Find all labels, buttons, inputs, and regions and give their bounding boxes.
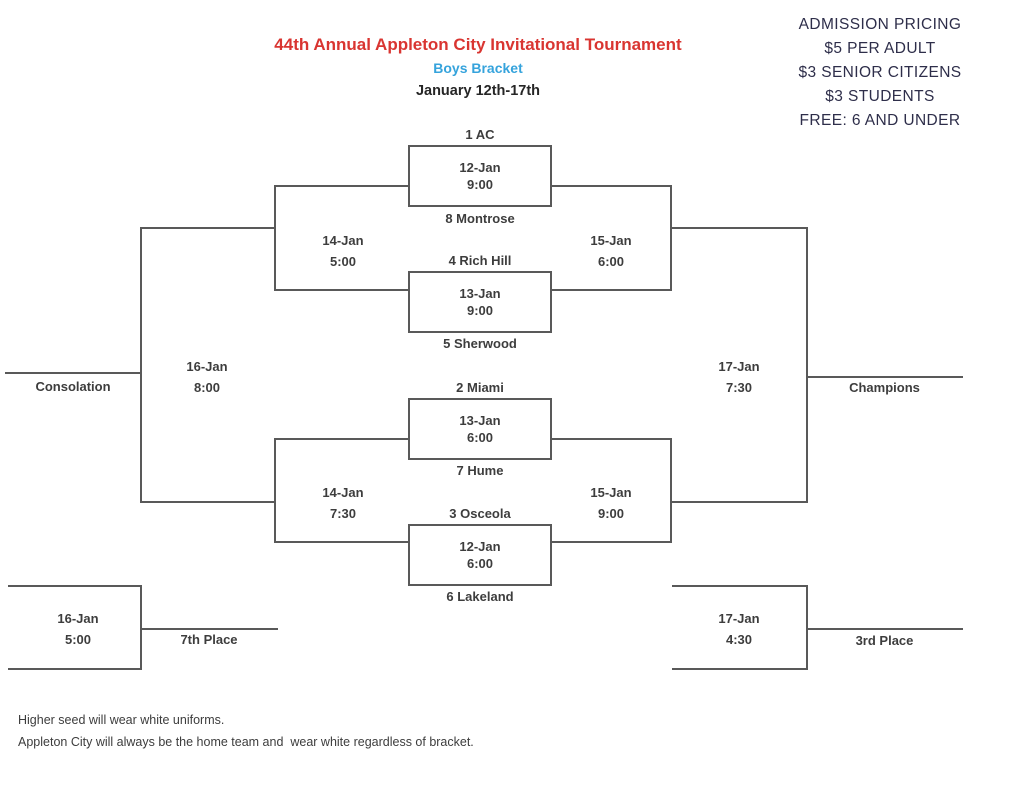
- semi-right-bottom-vertical-line: [670, 438, 672, 543]
- third-place-game-schedule: 17-Jan 4:30: [694, 608, 784, 650]
- semi-right-top-time: 6:00: [597, 254, 625, 269]
- semi-right-bottom-schedule: 15-Jan 9:00: [566, 482, 656, 524]
- third-place-box-bottom-line: [672, 668, 808, 670]
- champions-label: Champions: [849, 380, 920, 395]
- admission-pricing: ADMISSION PRICING $5 PER ADULT $3 SENIOR…: [772, 13, 988, 133]
- game3-left-stub-line: [276, 438, 408, 440]
- seventh-place-game-time: 5:00: [64, 632, 92, 647]
- team-6-lakeland: 6 Lakeland: [446, 589, 514, 604]
- semi-right-bottom-time: 9:00: [597, 506, 625, 521]
- third-place-game-date: 17-Jan: [718, 611, 760, 626]
- consolation-line: [5, 372, 141, 374]
- game4-right-stub-line: [550, 541, 672, 543]
- seventh-place-box-top-line: [8, 585, 142, 587]
- admission-price-student: $3 STUDENTS: [825, 88, 935, 105]
- third-place-label: 3rd Place: [855, 633, 914, 648]
- left-upper-connector-line: [141, 227, 275, 229]
- admission-price-adult: $5 PER ADULT: [824, 40, 936, 57]
- game1-right-stub-line: [550, 185, 672, 187]
- game3-date: 13-Jan: [459, 413, 501, 428]
- right-upper-connector-line: [672, 227, 808, 229]
- championship-schedule: 17-Jan 7:30: [694, 356, 784, 398]
- team-3-osceola: 3 Osceola: [449, 506, 511, 521]
- bracket-subtitle: Boys Bracket: [433, 60, 523, 76]
- game2-right-stub-line: [550, 289, 672, 291]
- champion-vertical-line: [806, 227, 808, 503]
- championship-time: 7:30: [725, 380, 753, 395]
- semi-right-bottom-date: 15-Jan: [590, 485, 632, 500]
- semi-left-top-date: 14-Jan: [322, 233, 364, 248]
- game2-box: 13-Jan 9:00: [408, 271, 552, 333]
- game4-time: 6:00: [466, 556, 494, 571]
- seventh-place-game-date: 16-Jan: [57, 611, 99, 626]
- seventh-place-game-schedule: 16-Jan 5:00: [33, 608, 123, 650]
- game3-box: 13-Jan 6:00: [408, 398, 552, 460]
- semi-right-top-vertical-line: [670, 185, 672, 291]
- team-7-hume: 7 Hume: [456, 463, 504, 478]
- game3-right-stub-line: [550, 438, 672, 440]
- semi-left-bottom-schedule: 14-Jan 7:30: [298, 482, 388, 524]
- semi-left-top-schedule: 14-Jan 5:00: [298, 230, 388, 272]
- semi-left-top-time: 5:00: [329, 254, 357, 269]
- third-place-box-top-line: [672, 585, 808, 587]
- game1-box: 12-Jan 9:00: [408, 145, 552, 207]
- game2-time: 9:00: [466, 303, 494, 318]
- admission-price-senior: $3 SENIOR CITIZENS: [798, 64, 962, 81]
- consolation-final-schedule: 16-Jan 8:00: [162, 356, 252, 398]
- uniform-note: Higher seed will wear white uniforms.: [18, 713, 225, 727]
- seventh-place-box-bottom-line: [8, 668, 142, 670]
- game1-left-stub-line: [276, 185, 408, 187]
- seventh-place-line: [140, 628, 278, 630]
- consolation-final-date: 16-Jan: [186, 359, 228, 374]
- third-place-game-time: 4:30: [725, 632, 753, 647]
- third-place-box-vertical-line: [806, 585, 808, 670]
- team-8-montrose: 8 Montrose: [445, 211, 515, 226]
- left-lower-connector-line: [141, 501, 275, 503]
- game4-date: 12-Jan: [459, 539, 501, 554]
- semi-right-top-date: 15-Jan: [590, 233, 632, 248]
- game2-date: 13-Jan: [459, 286, 501, 301]
- seventh-place-box-vertical-line: [140, 585, 142, 670]
- tournament-dates: January 12th-17th: [415, 83, 541, 99]
- game1-date: 12-Jan: [459, 160, 501, 175]
- semi-left-bottom-time: 7:30: [329, 506, 357, 521]
- champions-line: [806, 376, 963, 378]
- third-place-line: [806, 628, 963, 630]
- game4-box: 12-Jan 6:00: [408, 524, 552, 586]
- tournament-title: 44th Annual Appleton City Invitational T…: [274, 35, 682, 54]
- semi-left-bottom-vertical-line: [274, 438, 276, 543]
- home-team-note: Appleton City will always be the home te…: [18, 735, 474, 749]
- admission-price-free: FREE: 6 AND UNDER: [799, 112, 961, 129]
- semi-left-bottom-date: 14-Jan: [322, 485, 364, 500]
- game1-time: 9:00: [466, 177, 494, 192]
- right-lower-connector-line: [672, 501, 808, 503]
- championship-date: 17-Jan: [718, 359, 760, 374]
- semi-right-top-schedule: 15-Jan 6:00: [566, 230, 656, 272]
- consolation-label: Consolation: [35, 379, 111, 394]
- team-1-ac: 1 AC: [465, 127, 495, 142]
- seventh-place-label: 7th Place: [180, 632, 238, 647]
- consolation-final-time: 8:00: [193, 380, 221, 395]
- semi-left-top-vertical-line: [274, 185, 276, 291]
- left-main-vertical-line: [140, 227, 142, 503]
- team-2-miami: 2 Miami: [456, 380, 504, 395]
- admission-pricing-heading: ADMISSION PRICING: [798, 16, 962, 33]
- game2-left-stub-line: [276, 289, 408, 291]
- game4-left-stub-line: [276, 541, 408, 543]
- team-5-sherwood: 5 Sherwood: [443, 336, 517, 351]
- team-4-rich-hill: 4 Rich Hill: [448, 253, 512, 268]
- game3-time: 6:00: [466, 430, 494, 445]
